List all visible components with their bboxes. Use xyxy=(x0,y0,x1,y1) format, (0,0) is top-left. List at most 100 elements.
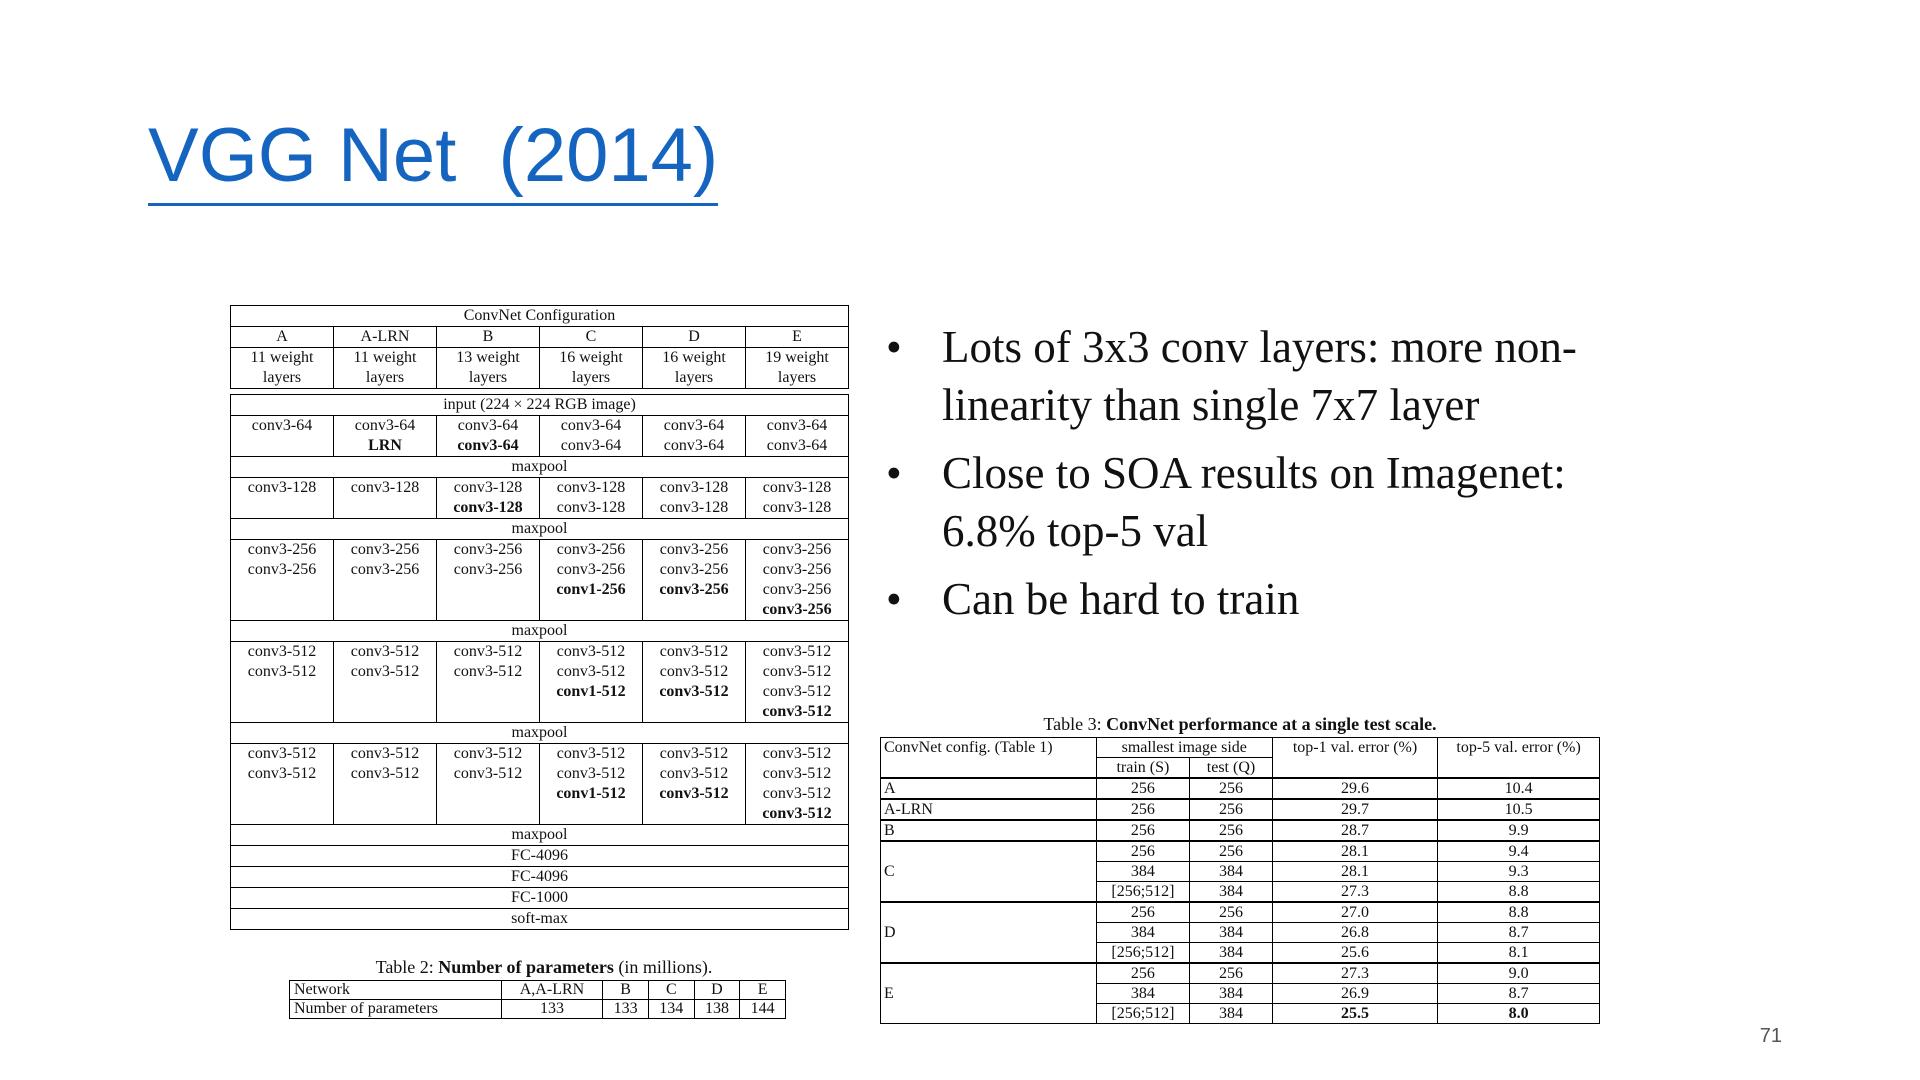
config-layer-label: conv3-512 xyxy=(762,785,832,802)
perf-header-test: test (Q) xyxy=(1189,757,1273,779)
perf-cell: 384 xyxy=(1189,983,1273,1004)
config-layer-label: conv3-512 xyxy=(762,765,832,782)
bullet-text: Close to SOA results on Imagenet: 6.8% t… xyxy=(942,448,1566,556)
maxpool-row: maxpool xyxy=(230,456,849,478)
config-layer-label: conv3-512 xyxy=(659,765,729,782)
config-layer-label: conv3-512 xyxy=(762,703,832,720)
perf-cell: 256 xyxy=(1189,901,1273,923)
perf-header-train: train (S) xyxy=(1095,757,1191,779)
bullet-list: •Lots of 3x3 conv layers: more non-linea… xyxy=(880,318,1640,638)
caption-bold: ConvNet performance at a single test sca… xyxy=(1106,714,1437,734)
config-layer-label: conv3-256 xyxy=(350,541,420,558)
config-layer-label: conv3-512 xyxy=(762,643,832,660)
config-layer-label: conv3-128 xyxy=(453,499,523,516)
config-column-header: B xyxy=(436,326,540,348)
params-cell: 133 xyxy=(500,999,604,1019)
config-layer-label: conv3-64 xyxy=(560,437,622,454)
perf-cell: 256 xyxy=(1095,819,1191,842)
config-layer-label: conv3-512 xyxy=(659,745,729,762)
perf-cell: [256;512] xyxy=(1095,942,1191,964)
perf-cell: 28.1 xyxy=(1271,840,1439,862)
caption-prefix: Table 3: xyxy=(1043,714,1107,734)
config-layer-label: conv1-512 xyxy=(556,785,626,802)
params-cell: 134 xyxy=(647,999,695,1019)
config-depth-cell: 13 weight layers xyxy=(436,347,540,389)
config-layer-label: conv3-256 xyxy=(453,541,523,558)
config-layer-label: conv3-64 xyxy=(457,417,519,434)
params-header-cell: Network xyxy=(289,980,502,1000)
softmax-row: soft-max xyxy=(230,908,849,930)
config-input-row: input (224 × 224 RGB image) xyxy=(230,394,849,416)
perf-cell: 384 xyxy=(1189,942,1273,964)
perf-cell: 256 xyxy=(1189,819,1273,842)
perf-cell: 256 xyxy=(1189,777,1273,800)
config-layer-label: conv3-128 xyxy=(659,479,729,496)
bullet-text: Can be hard to train xyxy=(942,574,1300,624)
perf-cell: 10.5 xyxy=(1437,798,1600,821)
config-depth-cell: 16 weight layers xyxy=(539,347,643,389)
maxpool-row: maxpool xyxy=(230,518,849,540)
config-column-header: E xyxy=(745,326,849,348)
config-column-header: C xyxy=(539,326,643,348)
perf-header-top5: top-5 val. error (%) xyxy=(1437,737,1600,779)
slide-title: VGG Net (2014) xyxy=(148,112,719,207)
perf-header-top1: top-1 val. error (%) xyxy=(1271,737,1439,779)
config-layer-label: conv1-256 xyxy=(556,581,626,598)
config-layer-label: conv3-256 xyxy=(247,541,317,558)
perf-cell: 256 xyxy=(1095,840,1191,862)
perf-cell: 256 xyxy=(1189,840,1273,862)
config-layer-label: conv3-512 xyxy=(659,663,729,680)
caption-suffix: (in millions). xyxy=(613,957,713,977)
perf-cell: 28.7 xyxy=(1271,819,1439,842)
perf-cell: 8.8 xyxy=(1437,881,1600,903)
params-table: Network A,A-LRN B C D E Number of parame… xyxy=(289,980,786,1019)
config-layer-label: conv3-512 xyxy=(762,805,832,822)
fc-row: FC-4096 xyxy=(230,866,849,888)
config-layer-label: conv3-256 xyxy=(762,601,832,618)
config-layer-label: conv3-128 xyxy=(453,479,523,496)
config-layer-label: conv3-512 xyxy=(762,683,832,700)
caption-bold: Number of parameters xyxy=(438,957,614,977)
config-layer-label: conv3-512 xyxy=(453,643,523,660)
bullet-dot-icon: • xyxy=(886,448,902,498)
params-cell: Number of parameters xyxy=(289,999,502,1019)
perf-config-name: E xyxy=(880,962,1097,1024)
config-layer-label: conv3-512 xyxy=(453,765,523,782)
config-layer-label: conv3-256 xyxy=(556,561,626,578)
perf-cell: 29.6 xyxy=(1271,777,1439,800)
params-header-cell: B xyxy=(602,980,649,1000)
config-layer-label: conv3-512 xyxy=(350,643,420,660)
perf-cell: 27.3 xyxy=(1271,962,1439,984)
perf-cell: 256 xyxy=(1189,962,1273,984)
perf-cell: 384 xyxy=(1095,861,1191,882)
perf-cell: 8.8 xyxy=(1437,901,1600,923)
params-header-cell: C xyxy=(647,980,695,1000)
config-depth-cell: 19 weight layers xyxy=(745,347,849,389)
config-depth-cell: 11 weight layers xyxy=(230,347,334,389)
config-layer-label: conv3-256 xyxy=(350,561,420,578)
config-layer-label: conv3-512 xyxy=(762,663,832,680)
config-depth-cell: 16 weight layers xyxy=(642,347,746,389)
bullet-dot-icon: • xyxy=(886,574,902,624)
config-layer-label: conv3-512 xyxy=(659,683,729,700)
caption-prefix: Table 2: xyxy=(375,957,439,977)
config-column-header: D xyxy=(642,326,746,348)
config-layer-label: conv3-512 xyxy=(247,765,317,782)
perf-cell: 9.3 xyxy=(1437,861,1600,882)
